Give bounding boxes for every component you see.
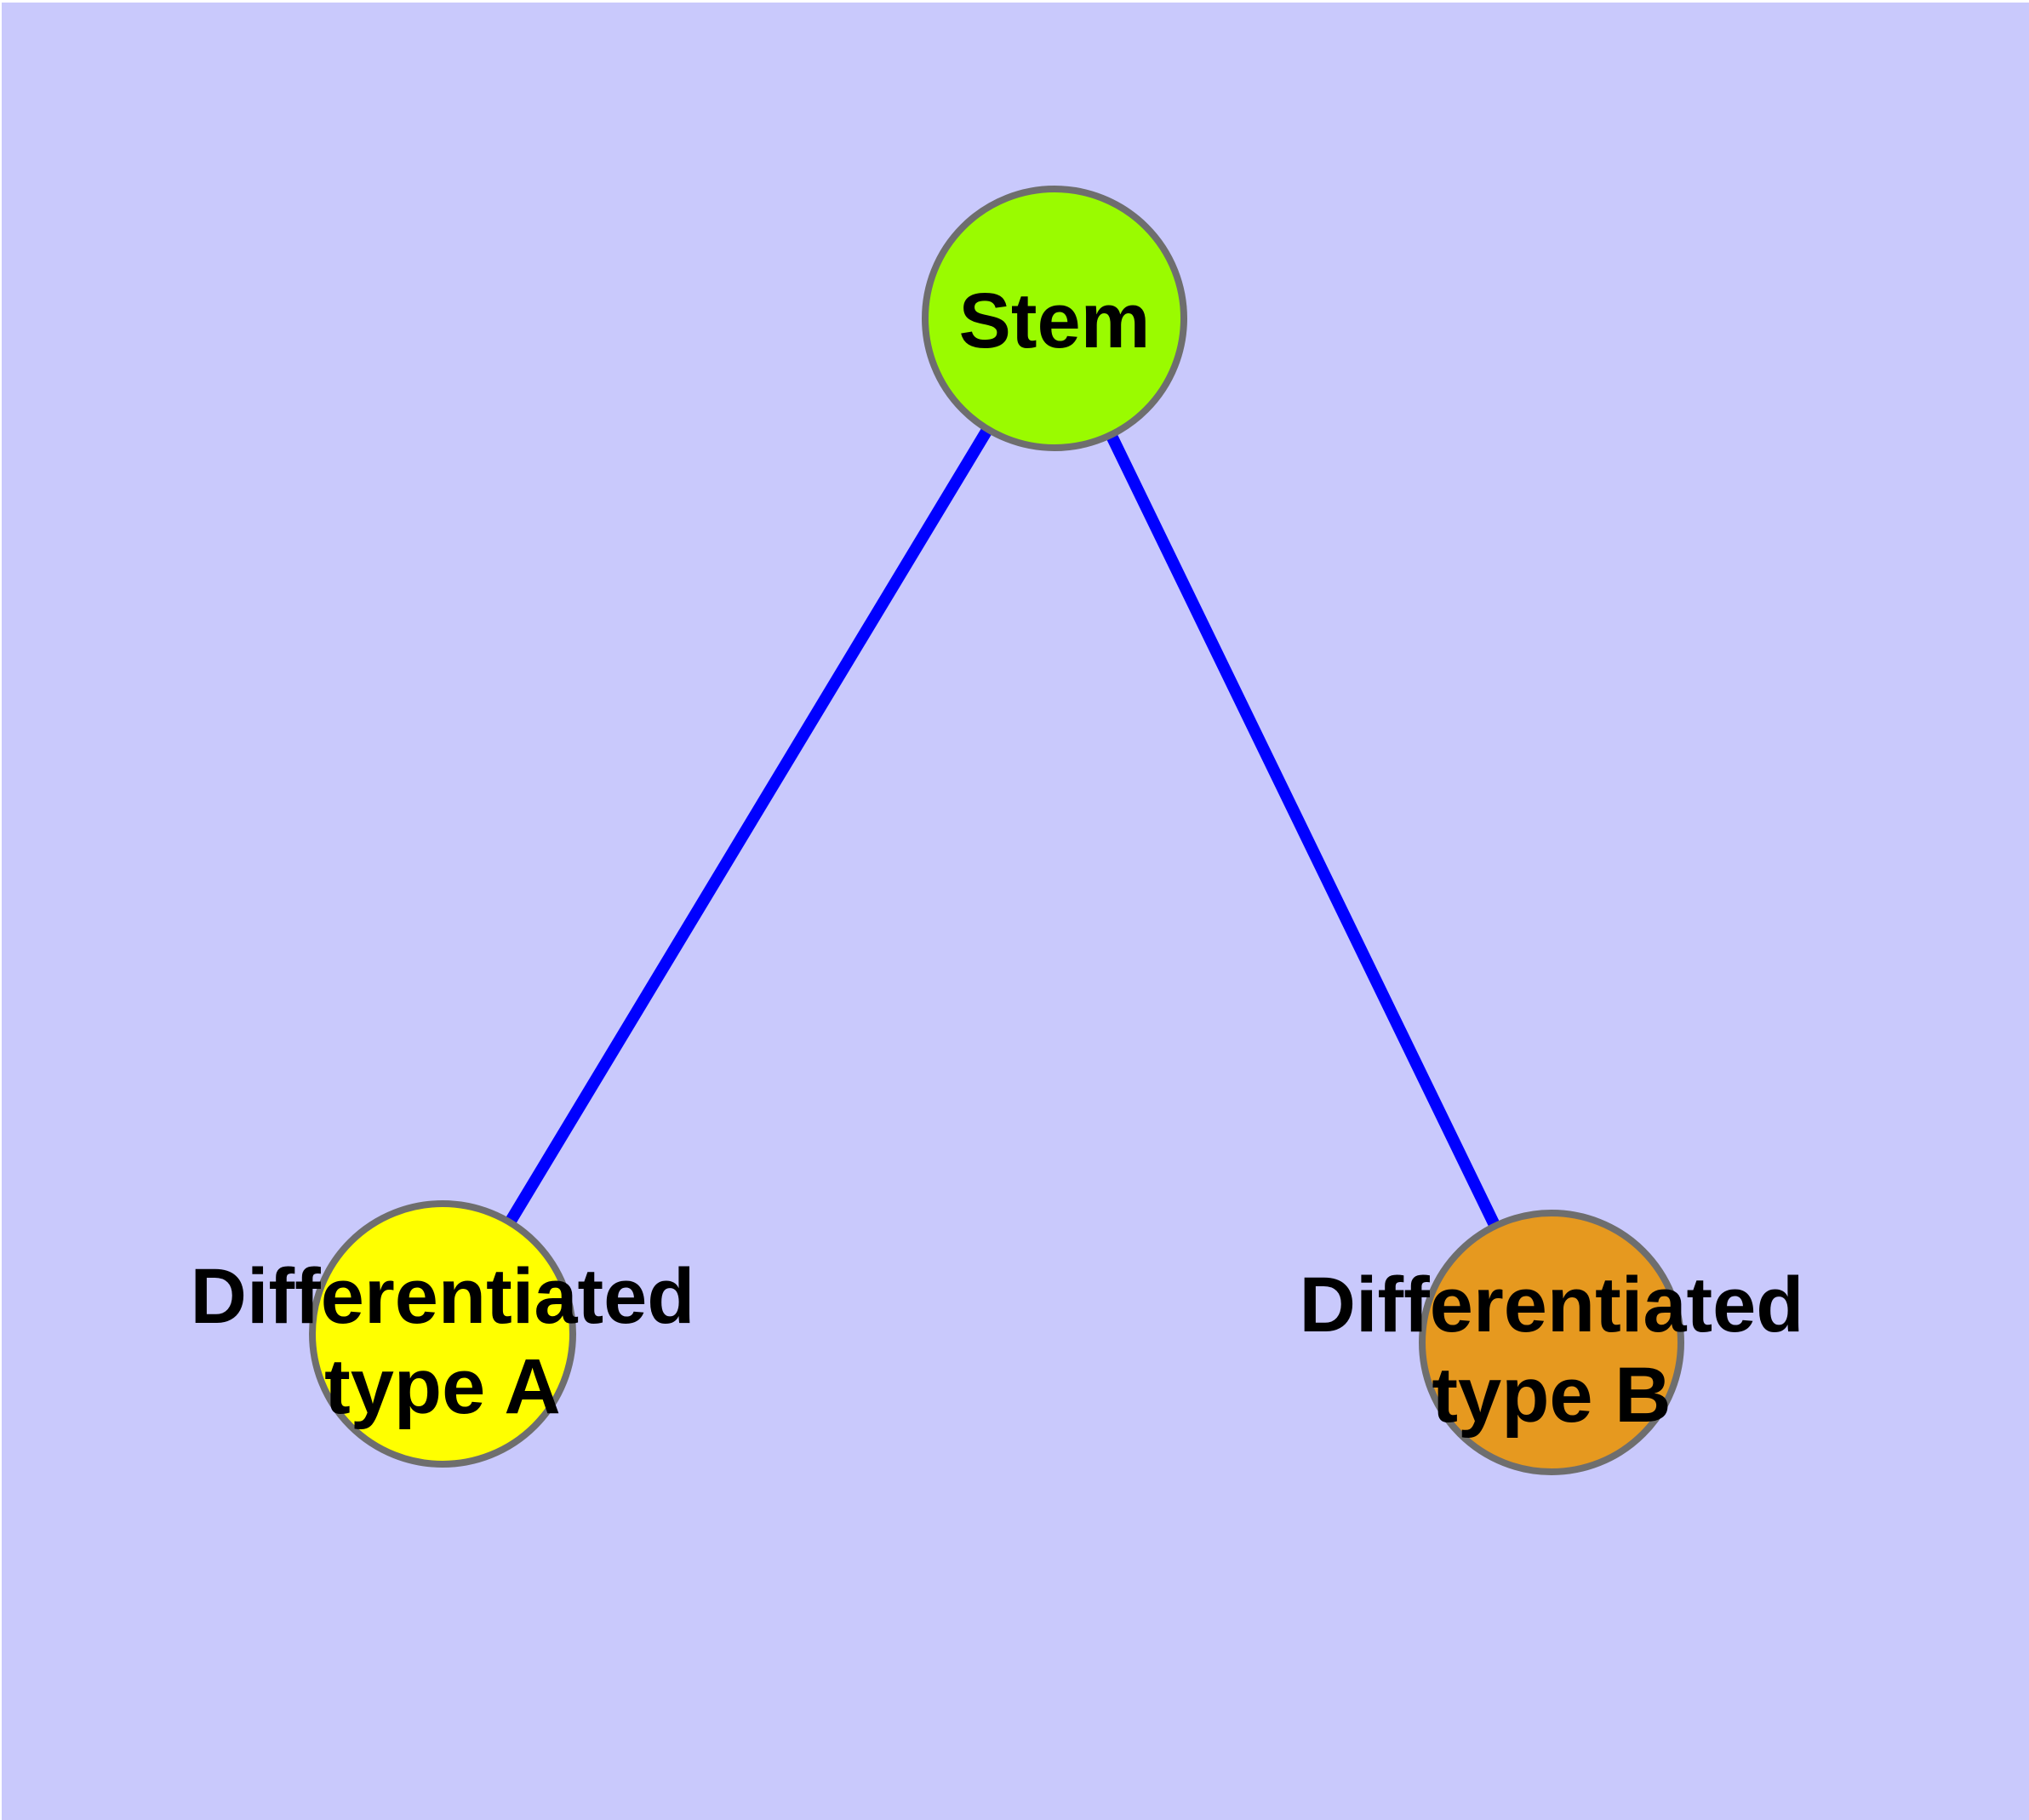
stem-node — [922, 186, 1187, 451]
type-b-label-line-2: type B — [1432, 1352, 1671, 1439]
type-b-label-line-1: Differentiated — [1300, 1262, 1804, 1348]
stem-node-label: Stem — [959, 278, 1151, 364]
type-a-label-line-2: type A — [324, 1343, 561, 1430]
type-a-node — [309, 1200, 576, 1468]
type-a-label-line-1: Differentiated — [191, 1253, 695, 1340]
edge-stem-to-type-b — [1049, 315, 1557, 1346]
edge-stem-to-type-a — [437, 315, 1060, 1337]
type-b-node — [1419, 1210, 1684, 1475]
